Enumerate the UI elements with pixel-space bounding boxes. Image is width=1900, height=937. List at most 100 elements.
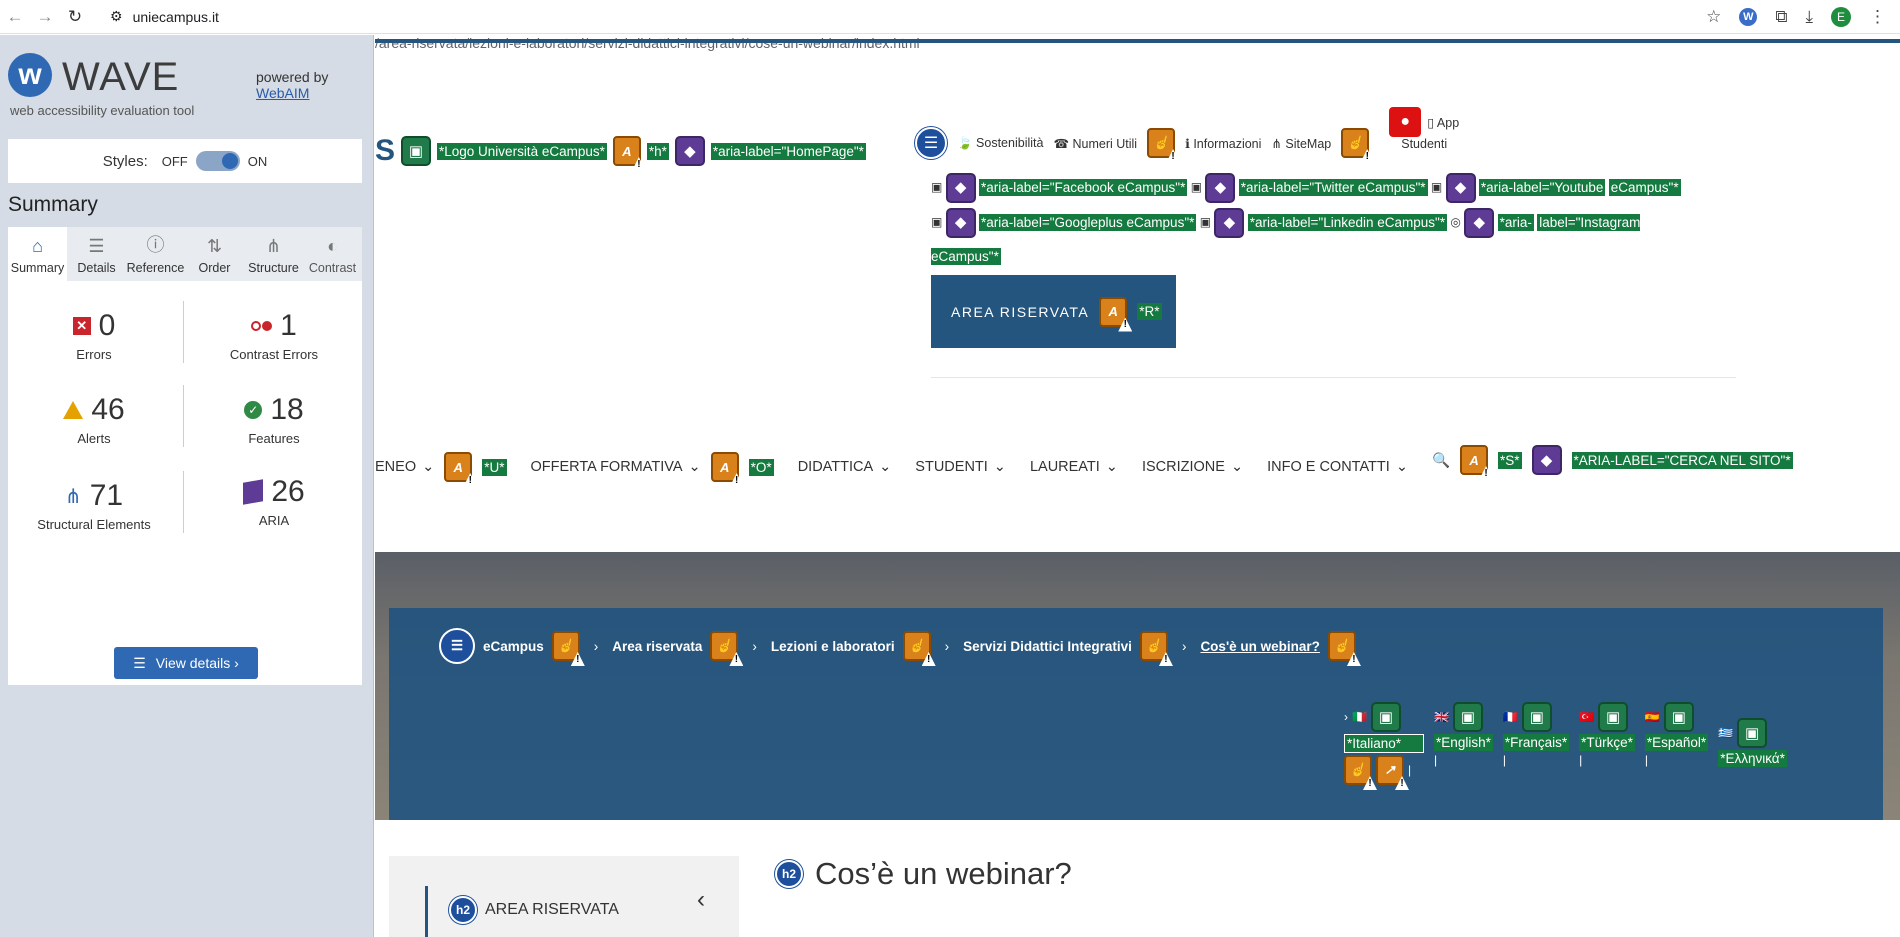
alert-link-icon: ☝ <box>1344 755 1372 785</box>
view-details-button[interactable]: ☰View details › <box>114 647 258 679</box>
nav-offerta-formativa[interactable]: OFFERTA FORMATIVA ⌄ <box>530 459 701 475</box>
nav-iscrizione[interactable]: ISCRIZIONE ⌄ <box>1141 459 1244 475</box>
app-link[interactable]: ▯ App <box>1427 115 1460 130</box>
tab-details[interactable]: ☰Details <box>67 227 126 281</box>
breadcrumb-servizi[interactable]: Servizi Didattici Integrativi <box>963 638 1132 654</box>
site-info-icon[interactable]: ⚙ <box>110 8 123 24</box>
informazioni-link[interactable]: ℹ Informazioni <box>1185 136 1262 151</box>
list-structure-icon: ☰ <box>915 127 947 159</box>
forward-icon[interactable]: → <box>36 6 54 26</box>
features-label: Features <box>248 431 300 446</box>
back-icon[interactable]: ← <box>6 6 24 26</box>
chevron-left-icon[interactable]: ‹ <box>697 886 705 913</box>
sostenibilita-link[interactable]: 🍃 Sostenibilità <box>957 135 1044 150</box>
browser-toolbar: ← → ↻ ⚙ uniecampus.it/area-riservata/lez… <box>0 0 1900 51</box>
wave-sidebar: w WAVE web accessibility evaluation tool… <box>0 35 374 937</box>
linkedin-icon[interactable]: ▣ <box>1199 214 1212 229</box>
nav-studenti[interactable]: STUDENTI ⌄ <box>915 459 1006 475</box>
nav-laureati[interactable]: LAUREATI ⌄ <box>1029 459 1118 475</box>
aria-cube-icon <box>243 479 264 505</box>
utility-links: ☰ 🍃 Sostenibilità ☎ Numeri Utili ☝ ℹ Inf… <box>915 107 1459 159</box>
flag-gb-icon: 🇬🇧 <box>1434 710 1449 724</box>
lang-italiano[interactable]: ›🇮🇹▣ *Italiano* ☝↗| <box>1344 702 1425 785</box>
search-aria-label: *ARIA-LABEL="CERCA NEL SITO"* <box>1571 451 1793 469</box>
error-icon: ✕ <box>72 317 91 335</box>
breadcrumb-ecampus[interactable]: eCampus <box>483 638 544 654</box>
facebook-icon[interactable]: ▣ <box>931 180 943 194</box>
aria-tag-icon: ◆ <box>1464 207 1495 238</box>
breadcrumb-lezioni[interactable]: Lezioni e laboratori <box>770 638 895 654</box>
download-icon[interactable]: ⤓ <box>1805 6 1813 26</box>
sidebar-accent <box>425 886 428 937</box>
studenti-link[interactable]: Studenti <box>1401 137 1448 151</box>
aria-tag-icon: ◆ <box>674 136 705 166</box>
home-aria-label[interactable]: *aria-label="HomePage"* <box>710 142 866 160</box>
h-label: *h* <box>646 142 669 160</box>
reload-icon[interactable]: ↻ <box>67 6 83 26</box>
studenti-block: ● ▯ App Studenti <box>1389 107 1459 151</box>
social-links: ▣ ◆ *aria-label="Facebook eCampus"* ▣ ◆ … <box>931 170 1691 274</box>
address-bar[interactable]: ⚙ uniecampus.it/area-riservata/lezioni-e… <box>98 2 1694 51</box>
logo-row: S ▣ *Logo Università eCampus* A *h* ◆ *a… <box>375 134 866 168</box>
image-icon: ▣ <box>1453 702 1483 732</box>
aria-tag-icon: ◆ <box>945 172 976 203</box>
sitemap-link[interactable]: ⋔ SiteMap <box>1271 136 1332 151</box>
search-icon[interactable]: 🔍 <box>1431 452 1451 469</box>
twitter-icon[interactable]: ▣ <box>1190 180 1203 194</box>
errors-count: 0 <box>98 309 116 342</box>
area-riservata-button[interactable]: AREA RISERVATA A *R* <box>931 275 1176 348</box>
image-icon: ▣ <box>1370 702 1401 732</box>
flag-fr-icon: 🇫🇷 <box>1502 710 1518 724</box>
alert-link-icon: A <box>1460 445 1489 475</box>
instagram-icon[interactable]: ◎ <box>1450 214 1461 229</box>
lang-francais[interactable]: 🇫🇷▣ *Français*| <box>1502 702 1570 767</box>
image-icon: ▣ <box>401 136 432 166</box>
styles-toggle-bar: Styles: OFF ON <box>8 139 362 183</box>
aria-tag-icon: ◆ <box>945 207 976 238</box>
alert-link-icon: ☝ <box>1139 631 1168 661</box>
menu-kebab-icon[interactable]: ⋮ <box>1869 6 1886 26</box>
info-icon: ⓘ <box>146 235 165 255</box>
tab-label: Contrast <box>308 261 357 275</box>
nav-ateneo[interactable]: ENEO ⌄ <box>375 459 435 475</box>
sidebar-title: h2 AREA RISERVATA <box>449 896 619 924</box>
nav-didattica[interactable]: DIDATTICA ⌄ <box>797 459 892 475</box>
image-icon: ▣ <box>1521 702 1552 732</box>
lang-espanol[interactable]: 🇪🇸▣ *Español*| <box>1644 702 1709 767</box>
youtube-icon[interactable]: ▣ <box>1430 180 1443 194</box>
lang-turkce[interactable]: 🇹🇷▣ *Türkçe*| <box>1579 702 1635 767</box>
alert-link-icon: ☝ <box>1327 631 1356 661</box>
breadcrumb-current[interactable]: Cos'è un webinar? <box>1200 638 1320 654</box>
styles-toggle[interactable] <box>195 151 240 171</box>
structural-stat: ⋔71 Structural Elements <box>8 479 180 532</box>
instagram-aria-label: *aria- <box>1497 213 1534 231</box>
tab-structure[interactable]: ⋔Structure <box>244 227 303 281</box>
features-count: 18 <box>270 393 304 426</box>
styles-on-label: ON <box>247 153 268 169</box>
lang-english[interactable]: 🇬🇧▣ *English*| <box>1434 702 1493 767</box>
numeri-utili-link[interactable]: ☎ Numeri Utili <box>1053 136 1138 151</box>
profile-avatar[interactable]: E <box>1831 6 1851 27</box>
extensions-puzzle-icon[interactable]: ⧉ <box>1775 6 1788 26</box>
hero-banner: ☰ eCampus ☝ › Area riservata ☝ › Lezioni… <box>375 552 1900 820</box>
tab-summary[interactable]: ⌂Summary <box>8 227 67 281</box>
errors-stat: ✕0 Errors <box>8 309 180 362</box>
lang-greek[interactable]: 🇬🇷▣ *Ελληνικά* <box>1718 718 1787 767</box>
webaim-link[interactable]: WebAIM <box>256 85 310 101</box>
bookmark-star-icon[interactable]: ☆ <box>1706 6 1722 26</box>
website-content: S ▣ *Logo Università eCampus* A *h* ◆ *a… <box>375 35 1900 937</box>
nav-info-contatti[interactable]: INFO E CONTATTI ⌄ <box>1267 459 1408 475</box>
tab-order[interactable]: ⇅Order <box>185 227 244 281</box>
googleplus-icon[interactable]: ▣ <box>931 214 943 229</box>
alert-link-icon: ☝ <box>902 631 931 661</box>
wave-extension-icon[interactable]: W <box>1739 7 1758 26</box>
list-icon: ☰ <box>133 654 146 671</box>
divider <box>931 377 1736 378</box>
image-icon: ▣ <box>1737 718 1768 748</box>
breadcrumb-area-riservata[interactable]: Area riservata <box>612 638 703 654</box>
tab-contrast[interactable]: ◐Contrast <box>303 227 362 281</box>
sidebar-title-text: AREA RISERVATA <box>485 901 619 918</box>
structural-count: 71 <box>89 479 124 512</box>
tab-label: Structure <box>248 261 299 275</box>
